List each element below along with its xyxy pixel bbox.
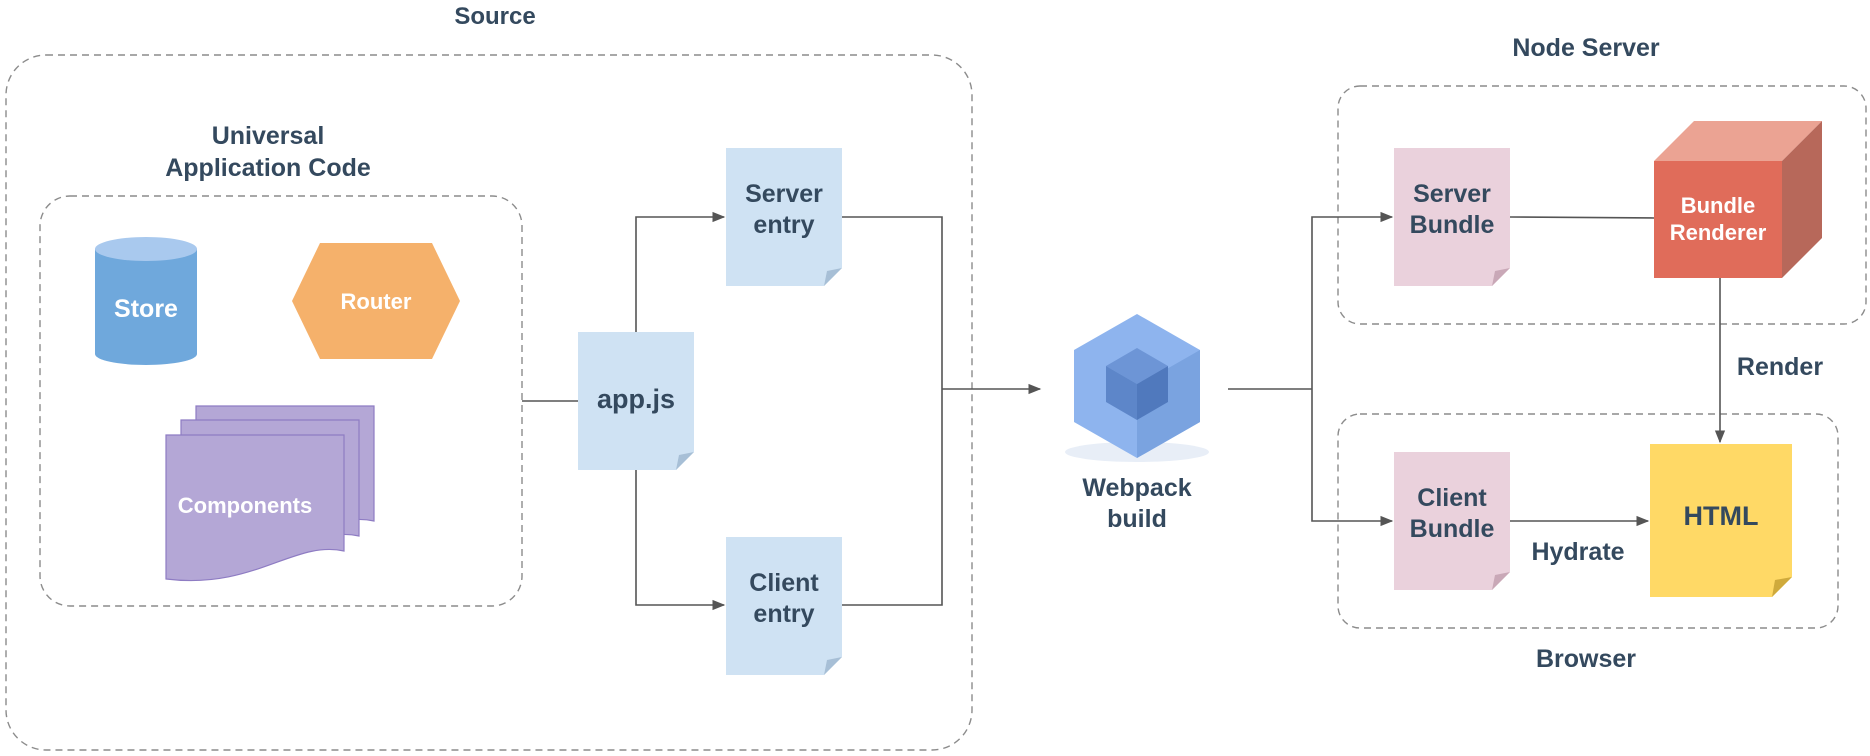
bundle-renderer-node: Bundle Renderer bbox=[1654, 121, 1822, 278]
to-server-bundle-arrow bbox=[1311, 211, 1394, 389]
client-bundle-label-line2: Bundle bbox=[1410, 515, 1495, 543]
webpack-label-line2: build bbox=[1107, 505, 1167, 533]
client-bundle-label-line1: Client bbox=[1417, 484, 1487, 512]
router-node: Router bbox=[292, 243, 460, 359]
universal-code-frame bbox=[39, 195, 523, 607]
html-node: HTML bbox=[1650, 444, 1792, 597]
hydrate-edge-label: Hydrate bbox=[1531, 538, 1624, 566]
server-entry-to-merge-connector bbox=[842, 216, 943, 606]
server-entry-node: Server entry bbox=[726, 148, 842, 286]
app-to-client-entry-connector bbox=[635, 470, 726, 611]
store-label: Store bbox=[114, 295, 178, 323]
universal-code-label-line1: Universal bbox=[212, 122, 325, 150]
source-group-label: Source bbox=[454, 3, 535, 30]
server-bundle-label-line1: Server bbox=[1413, 180, 1491, 208]
client-entry-label-line1: Client bbox=[749, 569, 819, 597]
app-js-label: app.js bbox=[597, 384, 675, 414]
webpack-label-line1: Webpack bbox=[1082, 474, 1191, 502]
server-entry-label-line2: entry bbox=[753, 211, 814, 239]
server-entry-label-line1: Server bbox=[745, 180, 823, 208]
to-client-bundle-arrow bbox=[1311, 389, 1394, 527]
server-bundle-label-line2: Bundle bbox=[1410, 211, 1495, 239]
router-label: Router bbox=[341, 289, 412, 314]
client-entry-node: Client entry bbox=[726, 537, 842, 675]
webpack-cube-icon bbox=[1065, 314, 1209, 462]
server-bundle-node: Server Bundle bbox=[1394, 148, 1510, 286]
components-label: Components bbox=[178, 493, 312, 518]
html-label: HTML bbox=[1684, 501, 1759, 531]
node-server-label: Node Server bbox=[1512, 34, 1660, 62]
components-node: Components bbox=[165, 405, 375, 582]
source-group-frame bbox=[5, 54, 973, 751]
webpack-node: Webpack build bbox=[1065, 314, 1209, 533]
bundle-renderer-label-line1: Bundle bbox=[1681, 193, 1756, 218]
render-edge-label: Render bbox=[1737, 353, 1823, 381]
client-bundle-node: Client Bundle bbox=[1394, 452, 1510, 590]
app-js-node: app.js bbox=[578, 332, 694, 470]
browser-label: Browser bbox=[1536, 645, 1636, 673]
universal-code-label-line2: Application Code bbox=[165, 154, 371, 182]
server-bundle-to-renderer-connector bbox=[1509, 216, 1655, 219]
store-node: Store bbox=[95, 237, 197, 365]
browser-frame bbox=[1337, 413, 1839, 629]
bundle-renderer-label-line2: Renderer bbox=[1670, 220, 1767, 245]
app-to-server-entry-connector bbox=[635, 211, 726, 332]
client-entry-label-line2: entry bbox=[753, 600, 814, 628]
node-server-frame bbox=[1337, 85, 1867, 325]
